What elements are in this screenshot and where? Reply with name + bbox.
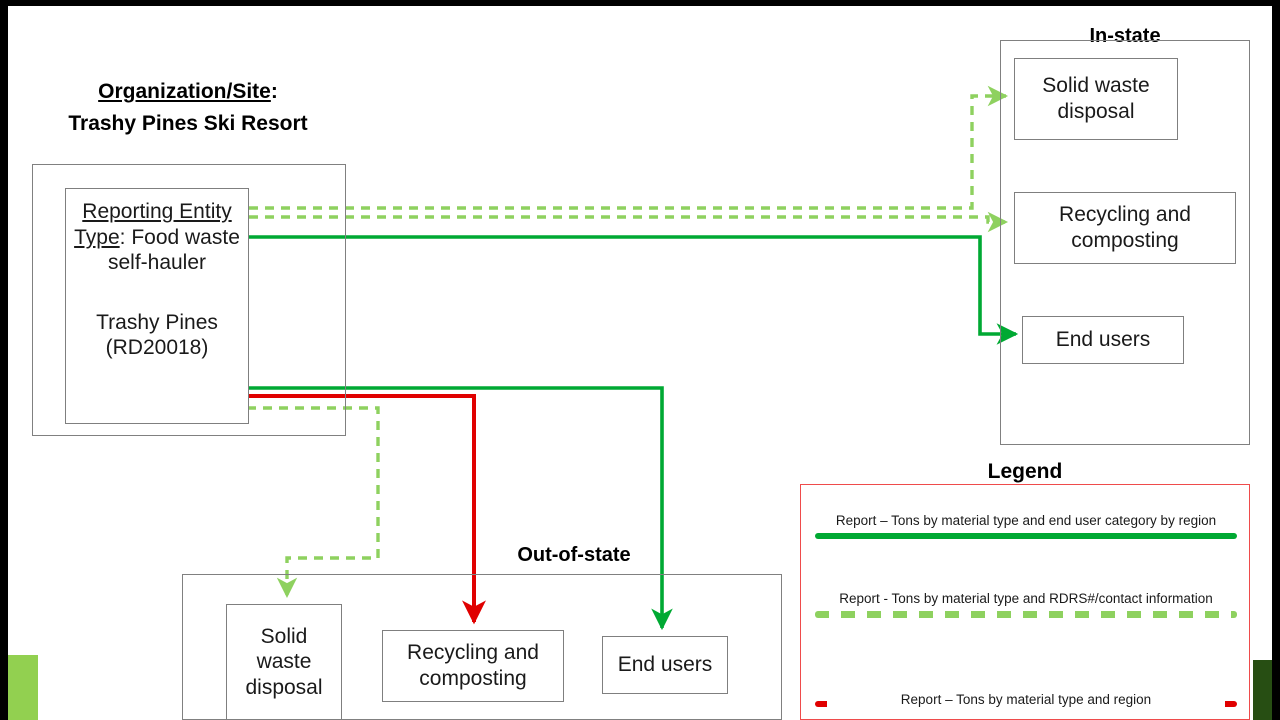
organization-title: Organization/Site: Trashy Pines Ski Reso… (32, 76, 344, 140)
legend-swatch-dashed-green-line (815, 611, 1237, 618)
out-of-state-end-users-node[interactable]: End users (602, 636, 728, 694)
out-of-state-solid-waste-disposal-node[interactable]: Solid waste disposal (226, 604, 342, 720)
out-of-state-recycling-composting-node[interactable]: Recycling and composting (382, 630, 564, 702)
edge-entity-to-instate-end-users (249, 235, 1019, 345)
reporting-entity-heading: Reporting Entity (72, 199, 242, 225)
reporting-entity-label: Reporting Entity (82, 200, 232, 223)
edge-entity-to-outstate-solid-waste (247, 406, 380, 599)
edge-entity-to-instate-solid-waste (249, 85, 1009, 210)
reporting-entity-name: Trashy Pines (RD20018) (96, 310, 218, 360)
in-state-title: In-state (1089, 25, 1161, 47)
organization-title-prefix: Organization/Site (98, 80, 271, 103)
legend-title: Legend (987, 460, 1063, 483)
legend-box: Report – Tons by material type and end u… (800, 484, 1250, 720)
legend-label-solid-green: Report – Tons by material type and end u… (829, 513, 1223, 530)
in-state-group-box (1000, 40, 1250, 445)
edge-entity-to-instate-recycling (249, 211, 1009, 233)
legend-row-solid-green: Report – Tons by material type and end u… (801, 511, 1251, 559)
reporting-entity-type-value: Food waste self-hauler (107, 225, 240, 275)
in-state-solid-waste-disposal-node[interactable]: Solid waste disposal (1014, 58, 1178, 140)
legend-row-dashed-green: Report - Tons by material type and RDRS#… (801, 589, 1251, 637)
reporting-entity-type: Type: Food waste self-hauler (72, 225, 242, 276)
in-state-end-users-node[interactable]: End users (1022, 316, 1184, 364)
reporting-entity-type-colon: : (119, 225, 132, 249)
organization-title-colon: : (270, 80, 278, 103)
slide-content: Organization/Site: Trashy Pines Ski Reso… (8, 6, 1272, 720)
legend-label-solid-red: Report – Tons by material type and regio… (829, 692, 1223, 709)
legend-label-dashed-green: Report - Tons by material type and RDRS#… (829, 591, 1223, 608)
legend-row-solid-red: Report – Tons by material type and regio… (801, 679, 1251, 720)
accent-block-left (8, 655, 38, 720)
reporting-entity-node[interactable]: Reporting Entity Type: Food waste self-h… (65, 188, 249, 424)
out-of-state-title: Out-of-state (517, 544, 631, 566)
legend-swatch-solid-green-line (815, 533, 1237, 539)
organization-title-value: Trashy Pines Ski Resort (68, 111, 308, 135)
organization-group-box (32, 164, 346, 436)
accent-block-right (1253, 660, 1272, 720)
in-state-recycling-composting-node[interactable]: Recycling and composting (1014, 192, 1236, 264)
reporting-entity-type-label: Type (74, 225, 120, 249)
